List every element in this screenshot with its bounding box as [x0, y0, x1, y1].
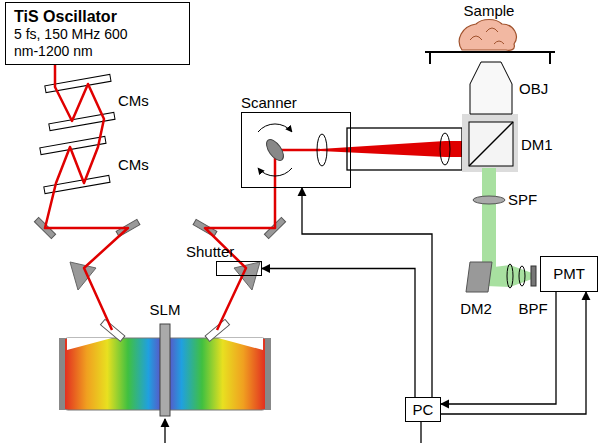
- scan-lens: [317, 134, 327, 166]
- microscope-body: [462, 114, 518, 172]
- filter-label: BPF: [518, 300, 547, 317]
- slm-plate: [160, 324, 170, 416]
- dichroic-label: DM1: [521, 136, 553, 153]
- device-outline: [241, 112, 351, 188]
- emission-beam: [482, 168, 496, 270]
- signal-wire: [441, 292, 556, 404]
- box-title: PMT: [553, 265, 585, 283]
- box-title: Shutter: [186, 243, 268, 261]
- mirror-label: CMs: [118, 156, 149, 173]
- end-mirror: [265, 338, 271, 410]
- lens-tube: [347, 128, 462, 170]
- chirped-mirror: [49, 112, 115, 130]
- emission-beam: [486, 265, 532, 287]
- pc-cable: [420, 422, 421, 443]
- tube-lens: [440, 133, 450, 165]
- sample-label: Sample: [464, 2, 515, 19]
- scanner-box: Scanner: [237, 94, 347, 189]
- laser-beam: [45, 62, 128, 330]
- stage-support: [429, 52, 431, 64]
- brain-sample: [459, 20, 516, 51]
- grating-mirror: [205, 319, 229, 341]
- band-pass-filter: [531, 266, 536, 286]
- dichroic-mirror-2: [466, 262, 492, 292]
- sample-stage: [425, 51, 555, 53]
- objective-label: OBJ: [519, 80, 548, 97]
- collection-lens: [519, 266, 525, 286]
- spectrum-mask: [67, 338, 112, 350]
- slm-control-arrow: [164, 419, 165, 443]
- computer-box: PC: [405, 397, 441, 422]
- grating-mirror: [100, 319, 124, 341]
- laser-source-box: TiS Oscillator5 fs, 150 MHz 600 nm-1200 …: [5, 2, 190, 65]
- mirror-label: CMs: [118, 92, 149, 109]
- detector-box: PMT: [540, 256, 598, 292]
- end-mirror: [59, 338, 65, 410]
- device-outline: [216, 261, 262, 276]
- dichroic-label: DM2: [460, 300, 492, 317]
- collection-lens: [507, 264, 513, 288]
- spectrum-mask: [218, 338, 263, 350]
- box-title: PC: [413, 401, 434, 419]
- signal-wire: [262, 269, 415, 398]
- short-pass-filter: [473, 196, 505, 204]
- dichroic-cube: [469, 122, 513, 166]
- box-title: TiS Oscillator: [14, 7, 181, 26]
- signal-wire: [441, 292, 586, 414]
- dichroic-mirror: [469, 122, 513, 166]
- objective: [470, 62, 512, 114]
- box-body: 5 fs, 150 MHz 600 nm-1200 nm: [14, 26, 136, 60]
- slm-label: SLM: [150, 301, 181, 318]
- scan-motion: [258, 124, 292, 132]
- stage-support: [549, 52, 551, 64]
- scan-mirror: [263, 137, 287, 164]
- brain-fold: [470, 28, 504, 44]
- filter-label: SPF: [508, 191, 537, 208]
- box-title: Scanner: [241, 94, 347, 112]
- signal-wire: [302, 188, 432, 397]
- laser-beam: [205, 150, 320, 330]
- scan-motion: [258, 168, 292, 176]
- shutter-box: Shutter: [186, 243, 268, 277]
